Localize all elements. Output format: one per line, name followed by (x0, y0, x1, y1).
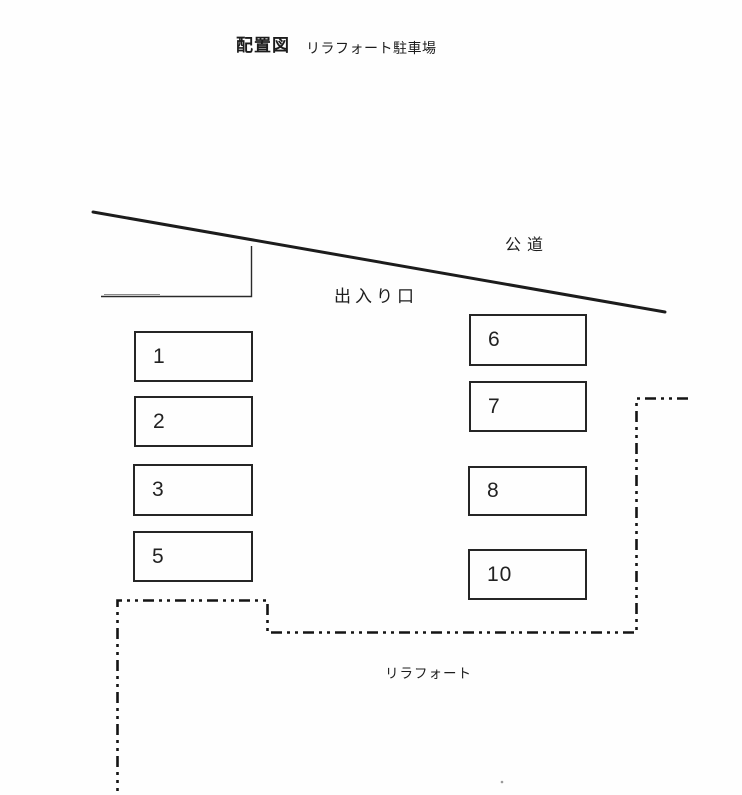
parking-space-6: 6 (469, 314, 587, 366)
parking-space-1: 1 (134, 331, 253, 382)
property-boundary-line (116, 397, 688, 791)
parking-space-number: 8 (487, 479, 500, 502)
parking-space-7: 7 (469, 381, 587, 432)
facility-label: リラフォート (385, 666, 472, 681)
parking-space-number: 3 (152, 478, 165, 501)
parking-space-number: 5 (152, 544, 165, 568)
diagram-subtitle: リラフォート駐車場 (306, 40, 437, 56)
parking-space-number: 2 (153, 409, 166, 433)
parking-space-8: 8 (468, 466, 587, 516)
parking-space-5: 5 (133, 531, 253, 582)
road-label: 公道 (505, 237, 550, 254)
parking-space-number: 10 (487, 562, 513, 586)
parking-space-number: 1 (153, 344, 166, 368)
entrance-label: 出入り口 (334, 287, 418, 306)
parking-space-number: 6 (488, 328, 501, 351)
scan-artifact-dot (500, 780, 504, 784)
parking-space-number: 7 (488, 394, 501, 418)
parking-space-3: 3 (133, 464, 253, 516)
diagram-title: 配置図 (236, 36, 290, 55)
parking-space-10: 10 (468, 549, 587, 600)
parking-space-2: 2 (134, 396, 253, 447)
entrance-edge-line (101, 246, 253, 298)
